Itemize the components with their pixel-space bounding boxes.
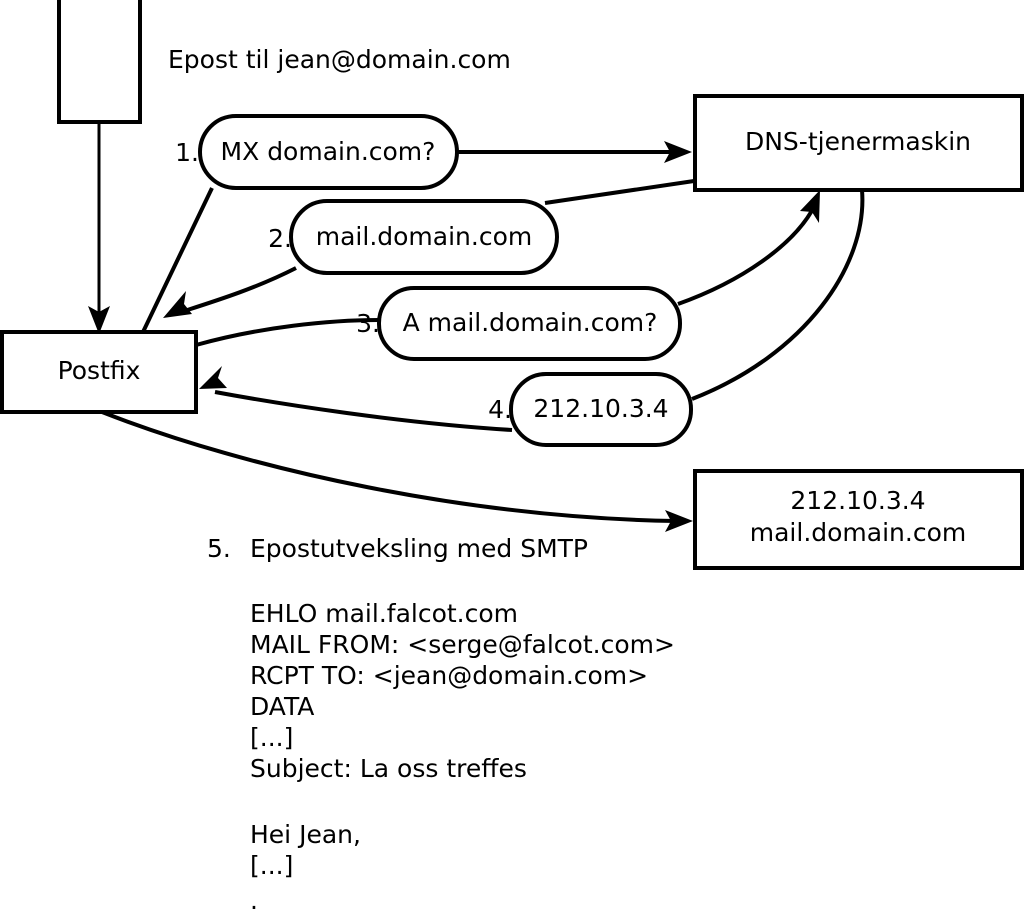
smtp-line-greeting: Hei Jean, [250,820,361,849]
diagram-caption: Epost til jean@domain.com [168,45,511,74]
step-1-label: MX domain.com? [221,137,436,166]
step-2-number: 2. [268,224,292,253]
step-4-number: 4. [488,395,512,424]
edge-step2-to-postfix [163,266,297,318]
step-4-bubble[interactable]: 212.10.3.4 [509,372,693,447]
step-2-label: mail.domain.com [316,222,532,251]
smtp-line-ellipsis-1: [...] [250,723,293,752]
smtp-line-ehlo: EHLO mail.falcot.com [250,599,518,628]
smtp-line-data: DATA [250,692,314,721]
smtp-line-terminator: . [250,886,258,915]
edge-step1-to-dns [458,141,692,163]
node-postfix[interactable]: Postfix [0,330,198,414]
smtp-line-mail-from: MAIL FROM: <serge@falcot.com> [250,630,675,659]
step-2-bubble[interactable]: mail.domain.com [289,199,559,275]
smtp-line-rcpt-to: RCPT TO: <jean@domain.com> [250,661,648,690]
step-5-number: 5. [207,534,231,563]
edge-postfix-to-step3 [195,318,380,347]
node-mail-server[interactable]: 212.10.3.4 mail.domain.com [693,469,1024,570]
edge-postfix-to-mailserver [101,410,693,532]
edge-dns-to-step2 [544,179,695,205]
edge-postfix-to-step1 [141,187,214,333]
smtp-line-ellipsis-2: [...] [250,851,293,880]
node-client-box[interactable] [57,0,142,124]
node-mail-server-host: mail.domain.com [750,518,966,547]
node-dns-server-label: DNS-tjenermaskin [745,127,971,156]
node-dns-server[interactable]: DNS-tjenermaskin [693,94,1024,192]
node-postfix-label: Postfix [58,356,141,385]
step-5-label: Epostutveksling med SMTP [250,534,588,563]
step-1-number: 1. [175,138,199,167]
step-3-bubble[interactable]: A mail.domain.com? [377,286,682,361]
edge-step4-to-postfix [199,366,513,432]
edge-client-to-postfix [88,122,110,334]
edge-step3-to-dns [677,190,820,306]
step-3-number: 3. [356,309,380,338]
step-4-label: 212.10.3.4 [533,394,668,423]
smtp-line-subject: Subject: La oss treffes [250,754,527,783]
node-mail-server-ip: 212.10.3.4 [790,486,925,515]
edge-dns-to-step4 [691,189,865,401]
step-3-label: A mail.domain.com? [403,308,658,337]
step-1-bubble[interactable]: MX domain.com? [198,114,459,190]
